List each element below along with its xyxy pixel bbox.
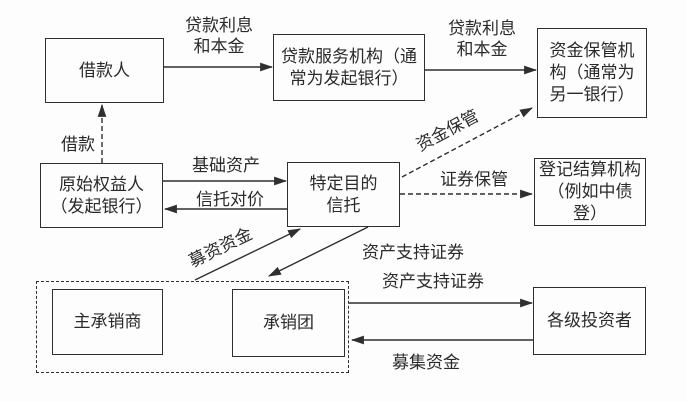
flow-label-abs-to-syndicate: 资产支持证券	[362, 243, 464, 263]
node-investors: 各级投资者	[533, 287, 646, 355]
node-registrar: 登记结算机构 （例如中债登）	[534, 158, 646, 226]
flow-label-underlying-assets: 基础资产	[192, 156, 260, 176]
flow-label-loan-interest-top: 贷款利息 和本金	[185, 16, 253, 57]
flow-label-raised-funds-from-investors: 募集资金	[392, 353, 460, 373]
node-borrower: 借款人	[45, 38, 164, 103]
node-special-purpose-trust: 特定目的 信托	[287, 162, 400, 227]
node-loan-servicer: 贷款服务机构（通 常为发起银行）	[273, 34, 425, 101]
arrow-fund-custody-dashed	[401, 107, 533, 178]
arrow-abs-to-syndicate	[268, 226, 369, 277]
flow-label-loan: 借款	[61, 135, 95, 155]
flow-label-securities-custody: 证券保管	[440, 170, 508, 190]
arrow-raised-funds-to-trust	[194, 228, 301, 281]
node-fund-custodian: 资金保管机 构（通常为 另一银行）	[537, 28, 647, 118]
node-lead-underwriter: 主承销商	[52, 289, 163, 355]
flow-label-trust-consideration: 信托对价	[196, 190, 264, 210]
node-originator: 原始权益人 （发起银行）	[40, 163, 163, 228]
flow-label-abs-to-investors: 资产支持证券	[382, 272, 484, 292]
underwriting-group-box	[36, 281, 349, 373]
flow-label-loan-interest-right: 贷款利息 和本金	[448, 19, 516, 60]
node-syndicate: 承销团	[232, 289, 345, 357]
